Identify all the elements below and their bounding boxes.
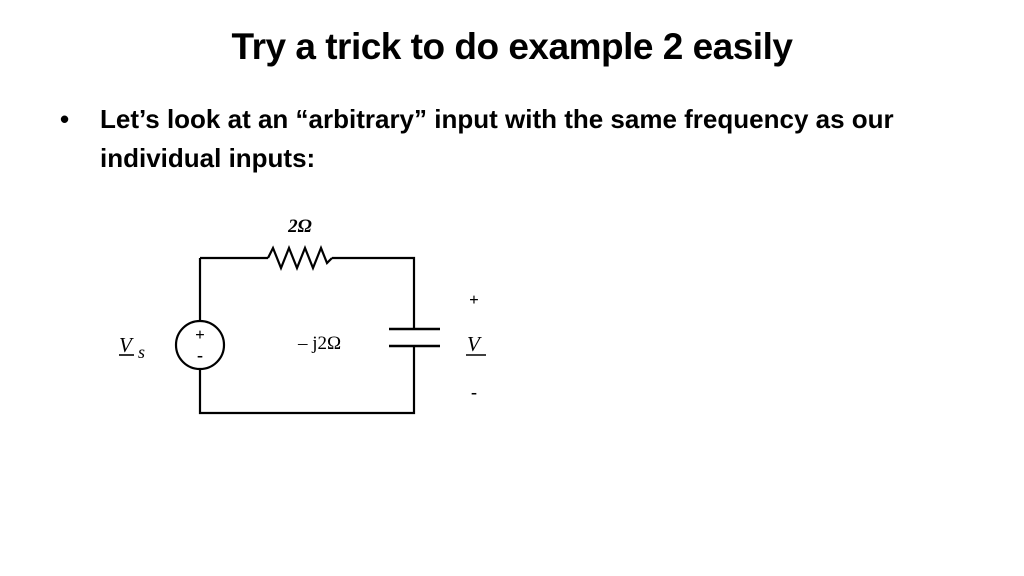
bullet-text: Let’s look at an “arbitrary” input with …: [100, 104, 894, 173]
output-plus-sign: +: [469, 290, 479, 309]
source-label-sub: s: [138, 342, 145, 362]
resistor: [267, 245, 333, 271]
source-plus-sign: +: [195, 325, 205, 344]
voltage-source: [174, 319, 226, 371]
resistor-label: 2Ω: [287, 216, 312, 237]
bullet-item: • Let’s look at an “arbitrary” input wit…: [60, 100, 980, 178]
output-voltage-label: V: [467, 332, 482, 356]
circuit-diagram: 2Ω + - V s – j2Ω + V -: [119, 216, 486, 415]
circuit-wires: [198, 256, 416, 415]
output-minus-sign: -: [471, 382, 477, 402]
capacitor-label: – j2Ω: [297, 333, 341, 354]
source-minus-sign: -: [197, 345, 203, 365]
source-label-main: V: [119, 333, 134, 357]
slide-title: Try a trick to do example 2 easily: [231, 26, 793, 67]
bullet-marker: •: [60, 104, 70, 134]
bullet-list: • Let’s look at an “arbitrary” input wit…: [60, 100, 980, 178]
